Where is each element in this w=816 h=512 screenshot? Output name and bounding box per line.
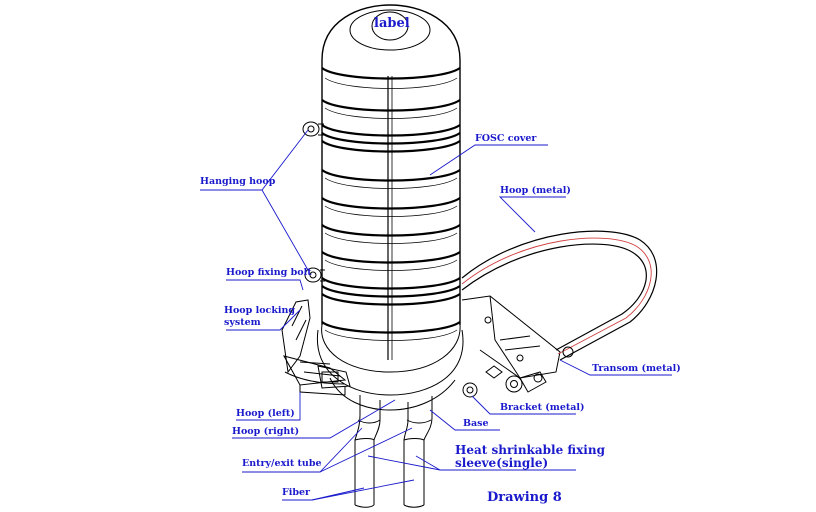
label-entry-exit-tube: Entry/exit tube	[242, 458, 322, 469]
label-hoop-metal: Hoop (metal)	[500, 185, 571, 196]
label-hoop-locking-2: system	[224, 317, 261, 328]
label-heat-shrink-2: sleeve(single)	[455, 456, 549, 470]
drawing-caption: Drawing 8	[487, 490, 562, 505]
label-heat-shrink-1: Heat shrinkable fixing	[455, 443, 605, 457]
label-hoop-left: Hoop (left)	[236, 408, 295, 419]
label-fosc-cover: FOSC cover	[475, 133, 537, 144]
label-hoop-locking-1: Hoop locking	[224, 305, 296, 316]
label-hanging-hoop: Hanging hoop	[200, 176, 276, 187]
cover-label-text: label	[374, 16, 410, 31]
label-hoop-fixing-bolt: Hoop fixing bolt	[226, 267, 312, 278]
label-base: Base	[463, 418, 489, 429]
label-hoop-right: Hoop (right)	[232, 426, 300, 437]
label-fiber: Fiber	[282, 487, 311, 498]
label-transom-metal: Transom (metal)	[592, 363, 681, 374]
label-bracket-metal: Bracket (metal)	[500, 402, 585, 413]
